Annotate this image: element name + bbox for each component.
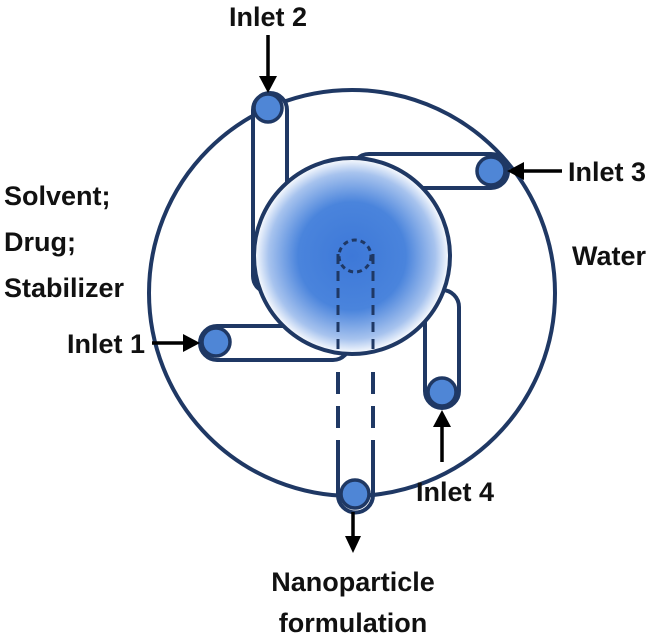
inlet-1-label: Inlet 1 [67,329,145,359]
water-label: Water [572,241,647,271]
mixing-chamber [252,156,452,356]
inlet-3-arrow [507,162,562,180]
outlet-dashed-port [337,238,373,274]
inlet-1-arrow [152,334,200,352]
inlet-3-port [475,155,507,187]
solvent-label-line1: Solvent; [4,181,111,211]
inlet-2-arrow [259,35,277,93]
inlet-1-port [200,326,232,358]
outlet-channel-dashed [336,372,375,462]
solvent-label-line3: Stabilizer [4,273,125,303]
outlet-arrow [345,512,361,553]
outlet-channel-end [336,462,375,515]
inlet-2-port [252,92,284,124]
output-label-line2: formulation [279,608,428,638]
output-label-line1: Nanoparticle [271,567,435,597]
solvent-label-line2: Drug; [4,227,76,257]
inlet-2-label: Inlet 2 [229,2,307,32]
outlet-port [339,478,371,510]
inlet-4-port [426,376,458,408]
inlet-4-label: Inlet 4 [416,477,494,507]
inlet-4-arrow [433,410,451,462]
inlet-3-label: Inlet 3 [568,157,646,187]
